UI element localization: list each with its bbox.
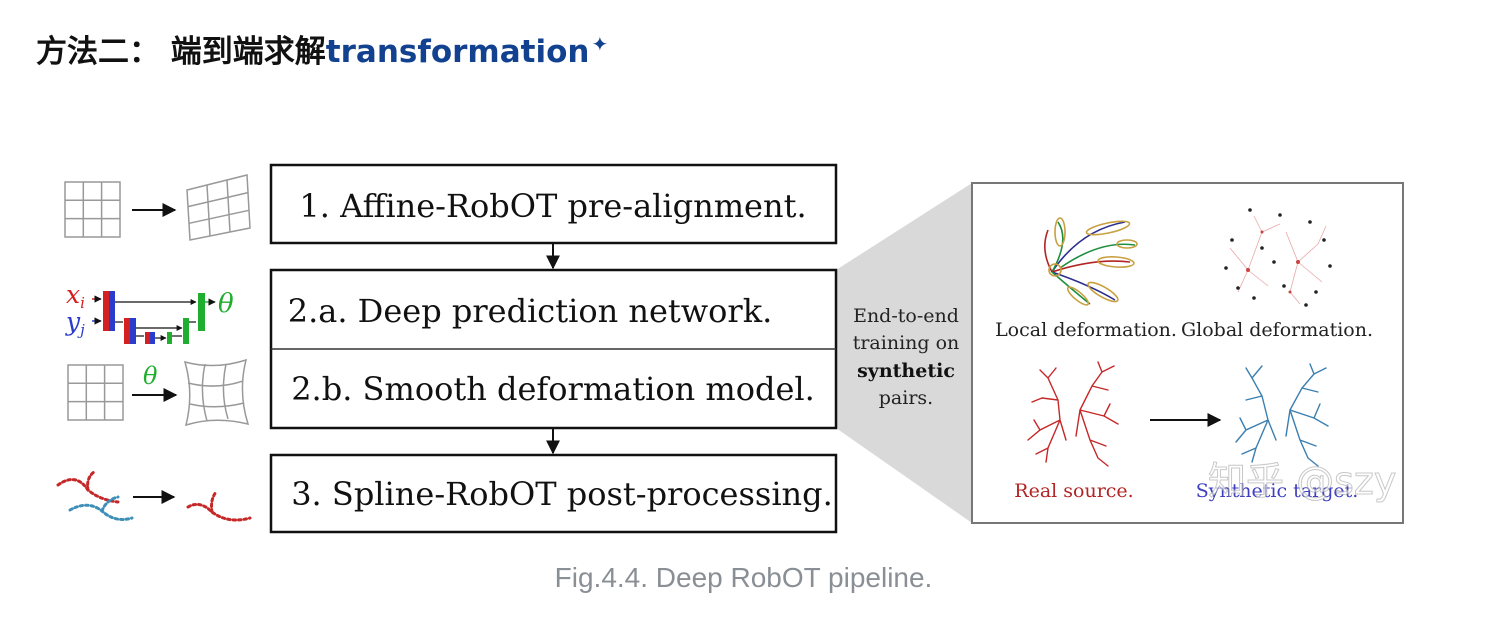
- step-3-box: [269, 453, 838, 534]
- figure-caption: Fig.4.4. Deep RobOT pipeline.: [554, 562, 933, 593]
- training-note-line1: End-to-end: [853, 305, 959, 327]
- local-deformation-image: [1044, 217, 1138, 306]
- synthetic-target-image: [1235, 363, 1329, 467]
- spline-source-icon: [56, 470, 134, 521]
- star-icon: ✦: [591, 31, 609, 56]
- training-note-line2: training on: [853, 332, 960, 354]
- transformation-link[interactable]: transformation: [325, 34, 590, 70]
- y-input-label: yj: [65, 307, 85, 339]
- network-icon: [92, 291, 216, 344]
- affine-grid-icon: [186, 174, 251, 241]
- real-source-image: [1027, 361, 1119, 467]
- step-1-label: 1. Affine-RobOT pre-alignment.: [299, 187, 806, 225]
- synthetic-target-label: Synthetic target.: [1196, 480, 1359, 502]
- zoom-wedge: [836, 183, 972, 523]
- training-note-line3: synthetic: [857, 360, 955, 382]
- grid-icon-2: [67, 364, 124, 421]
- global-deformation-image: [1229, 215, 1327, 305]
- training-note-line4: pairs.: [879, 387, 933, 409]
- spline-result-icon: [186, 490, 252, 522]
- warped-grid-icon: [183, 358, 250, 427]
- global-deformation-label: Global deformation.: [1181, 319, 1373, 341]
- step-2a-label: 2.a. Deep prediction network.: [288, 292, 773, 330]
- grid-icon: [64, 181, 121, 238]
- global-control-points: [1224, 208, 1332, 307]
- x-input-label: xi: [66, 280, 85, 312]
- theta-output-label: θ: [218, 289, 234, 319]
- local-deformation-label: Local deformation.: [995, 319, 1177, 341]
- real-source-label: Real source.: [1014, 480, 1133, 502]
- watermark: 知乎 @szy: [1208, 459, 1396, 503]
- synthetic-panel: [971, 182, 1404, 524]
- section-heading: 方法二： 端到端求解transformation✦: [36, 26, 608, 71]
- theta-deform-label: θ: [143, 362, 158, 390]
- step-2b-label: 2.b. Smooth deformation model.: [291, 370, 815, 408]
- step-3-label: 3. Spline-RobOT post-processing.: [291, 475, 833, 513]
- heading-text: 方法二： 端到端求解: [36, 34, 326, 70]
